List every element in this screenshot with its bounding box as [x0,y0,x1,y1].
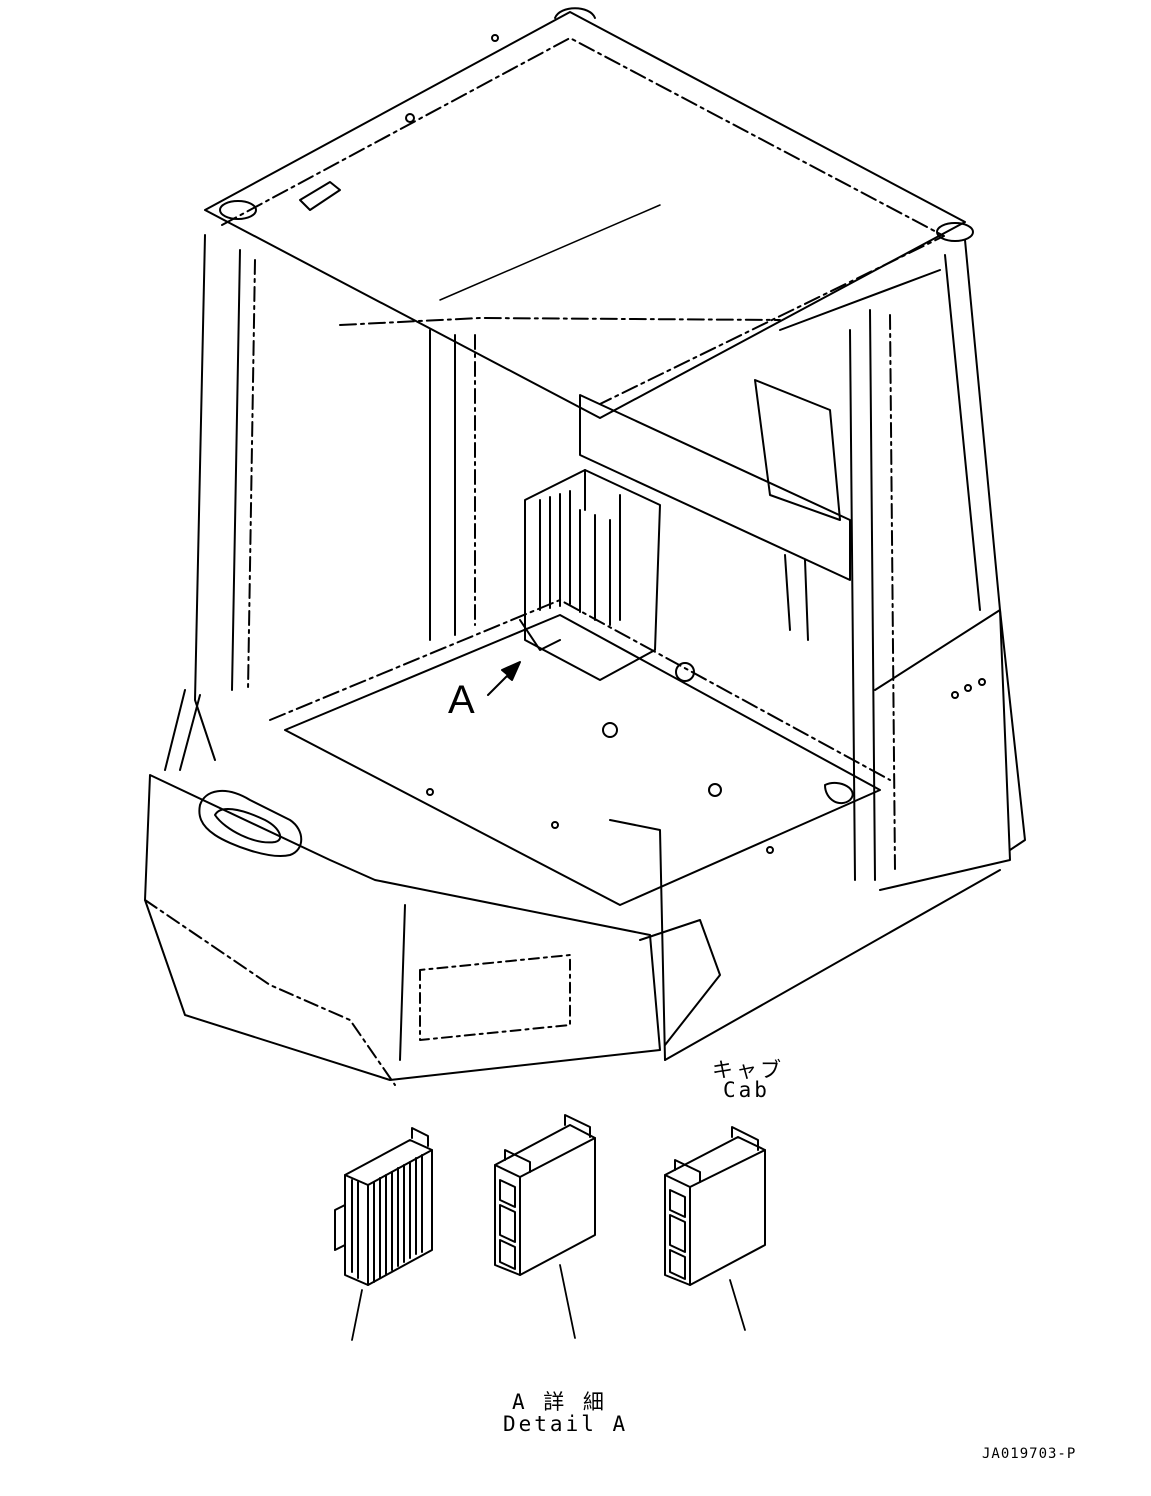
cab-label-jp: キャブ [712,1058,784,1082]
view-arrow-icon [487,661,521,696]
figure-code: JA019703-P [982,1446,1077,1462]
cab-pillar-left [164,234,256,771]
right-side-panel [874,609,1011,891]
detail-label-en: Detail A [503,1412,629,1436]
controller-assembly [519,469,661,681]
cab-label-en: Cab [723,1078,770,1102]
front-console [144,774,1001,1086]
detail-label-jp: A 詳 細 [512,1390,607,1414]
cab-pillar-right [779,239,1026,881]
detail-part-finned-controller [334,1127,433,1341]
detail-part-controller-1 [494,1114,596,1339]
cab-roof [204,7,974,419]
cab-pillar-center [339,317,781,641]
cab-floor [269,599,891,906]
rear-frame [579,379,851,641]
view-letter-label: A [448,678,475,722]
detail-part-controller-2 [664,1126,766,1331]
